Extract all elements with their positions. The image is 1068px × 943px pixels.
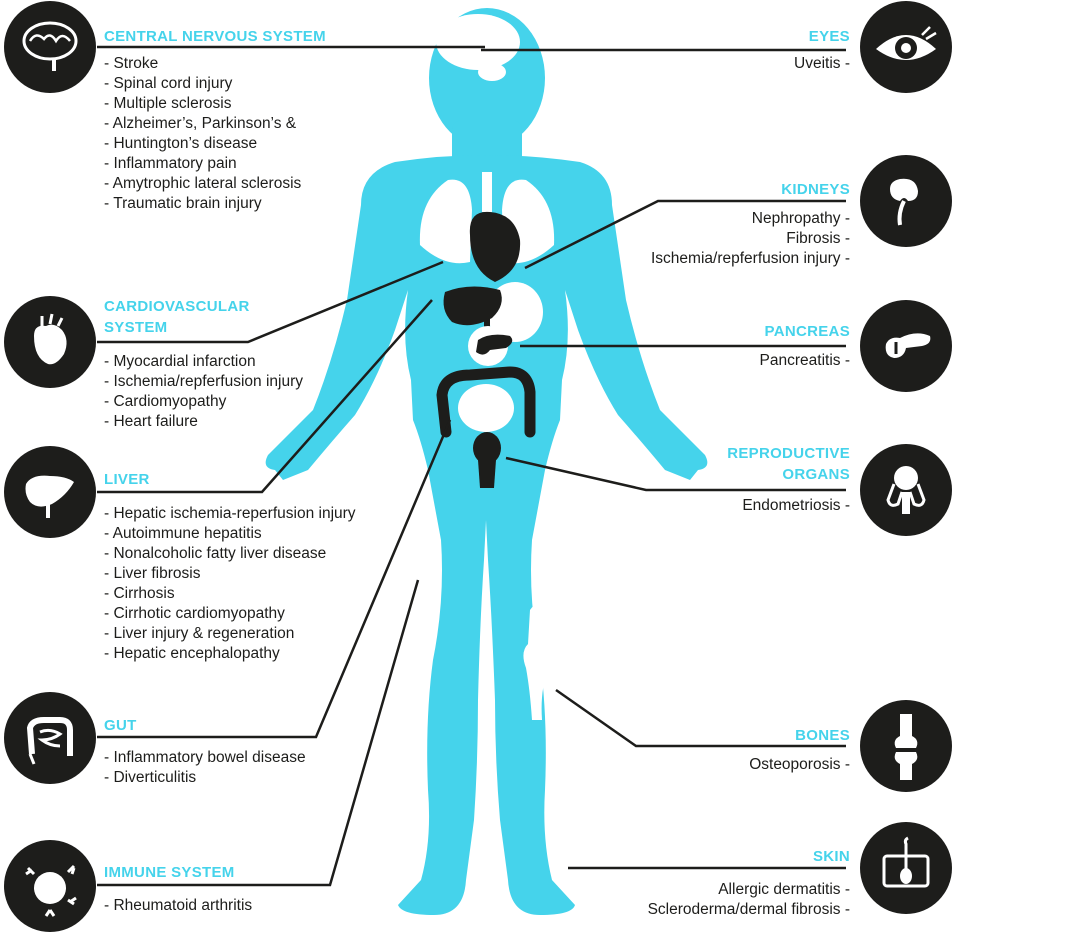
condition-item: Amytrophic lateral sclerosis	[104, 174, 326, 194]
kidney-icon	[860, 155, 952, 247]
condition-list: Rheumatoid arthritis	[104, 896, 252, 916]
section-title: PANCREAS	[764, 323, 850, 340]
intestines-organ	[436, 366, 536, 438]
condition-item: Diverticulitis	[104, 768, 306, 788]
section-immune-system: IMMUNE SYSTEM Rheumatoid arthritis	[104, 862, 252, 916]
condition-item: Nephropathy	[651, 209, 850, 229]
section-title: KIDNEYS	[781, 181, 850, 198]
section-liver: LIVER Hepatic ischemia-reperfusion injur…	[104, 469, 356, 664]
condition-item: Fibrosis	[651, 229, 850, 249]
section-bones: BONES Osteoporosis	[749, 725, 850, 775]
condition-list: Myocardial infarction Ischemia/repferfus…	[104, 352, 303, 432]
condition-item: Inflammatory bowel disease	[104, 748, 305, 768]
condition-item: Inflammatory pain	[104, 154, 326, 174]
connector-lines	[97, 45, 846, 887]
immune-cell-icon	[4, 840, 96, 932]
condition-item: Scleroderma/dermal fibrosis	[648, 900, 850, 920]
section-title: CARDIOVASCULAR SYSTEM	[104, 298, 250, 336]
condition-item: Endometriosis	[715, 496, 850, 516]
section-kidneys: KIDNEYS Nephropathy Fibrosis Ischemia/re…	[651, 179, 850, 269]
skin-hair-follicle-icon	[860, 822, 952, 914]
section-title: IMMUNE SYSTEM	[104, 864, 235, 881]
condition-item: Myocardial infarction	[104, 352, 303, 372]
condition-list: Hepatic ischemia-reperfusion injury Auto…	[104, 504, 356, 664]
section-title: SKIN	[812, 848, 850, 865]
condition-item: Cardiomyopathy	[104, 392, 303, 412]
organs	[419, 14, 555, 720]
condition-item: Cirrhosis	[104, 584, 356, 604]
intestine-icon	[4, 692, 96, 784]
condition-item: Multiple sclerosis	[104, 94, 326, 114]
condition-item: Nonalcoholic fatty liver disease	[104, 544, 356, 564]
condition-item: Hepatic encephalopathy	[104, 644, 356, 664]
pancreas-icon	[860, 300, 952, 392]
section-cardiovascular-system: CARDIOVASCULAR SYSTEM Myocardial infarct…	[104, 296, 303, 432]
condition-item: Liver injury & regeneration	[104, 624, 356, 644]
reproductive-organ	[473, 432, 501, 488]
condition-item: Heart failure	[104, 412, 303, 432]
section-title: REPRODUCTIVE ORGANS	[727, 445, 850, 483]
condition-item: Spinal cord injury	[104, 74, 326, 94]
condition-list: Stroke Spinal cord injury Multiple scler…	[104, 54, 326, 214]
section-skin: SKIN Allergic dermatitis Scleroderma/der…	[648, 846, 850, 920]
pancreas-organ	[468, 326, 513, 366]
condition-list: Allergic dermatitis Scleroderma/dermal f…	[648, 880, 850, 920]
section-title: CENTRAL NERVOUS SYSTEM	[104, 28, 326, 45]
eye-icon	[860, 1, 952, 93]
heart-organ	[469, 211, 521, 282]
knee-joint-icon	[860, 700, 952, 792]
section-gut: GUT Inflammatory bowel disease Diverticu…	[104, 715, 306, 788]
condition-list: Nephropathy Fibrosis Ischemia/repferfusi…	[651, 209, 850, 269]
condition-item: Cirrhotic cardiomyopathy	[104, 604, 356, 624]
liver-icon	[4, 446, 96, 538]
condition-item: Autoimmune hepatitis	[104, 524, 356, 544]
section-central-nervous-system: CENTRAL NERVOUS SYSTEM Stroke Spinal cor…	[104, 26, 326, 214]
section-title: EYES	[808, 28, 850, 45]
condition-item: Ischemia/repferfusion injury	[651, 249, 850, 269]
condition-item: Traumatic brain injury	[104, 194, 326, 214]
brain-organ	[436, 14, 520, 81]
section-pancreas: PANCREAS Pancreatitis	[760, 321, 850, 371]
condition-item: Pancreatitis	[760, 351, 850, 371]
section-title: BONES	[795, 727, 850, 744]
reproductive-organs-icon	[860, 444, 952, 536]
condition-item: Uveitis	[794, 54, 850, 74]
condition-list: Inflammatory bowel disease Diverticuliti…	[104, 748, 306, 788]
condition-item: Liver fibrosis	[104, 564, 356, 584]
section-reproductive-organs: REPRODUCTIVE ORGANS Endometriosis	[715, 443, 850, 516]
knee-bones	[523, 604, 550, 720]
condition-item: Hepatic ischemia-reperfusion injury	[104, 504, 355, 524]
condition-item: Rheumatoid arthritis	[104, 896, 252, 916]
brain-icon	[4, 1, 96, 93]
section-title: GUT	[104, 717, 137, 734]
condition-item: Ischemia/repferfusion injury	[104, 372, 303, 392]
section-eyes: EYES Uveitis	[794, 26, 850, 74]
small-intestine-organ	[458, 384, 514, 432]
condition-item: Huntington’s disease	[104, 134, 326, 154]
condition-item: Stroke	[104, 54, 326, 74]
condition-list: Pancreatitis	[760, 351, 850, 371]
condition-item: Alzheimer’s, Parkinson’s &	[104, 114, 326, 134]
condition-item: Allergic dermatitis	[648, 880, 850, 900]
condition-list: Endometriosis	[715, 496, 850, 516]
condition-item: Osteoporosis	[749, 755, 850, 775]
condition-list: Osteoporosis	[749, 755, 850, 775]
heart-icon	[4, 296, 96, 388]
condition-list: Uveitis	[794, 54, 850, 74]
section-title: LIVER	[104, 471, 150, 488]
